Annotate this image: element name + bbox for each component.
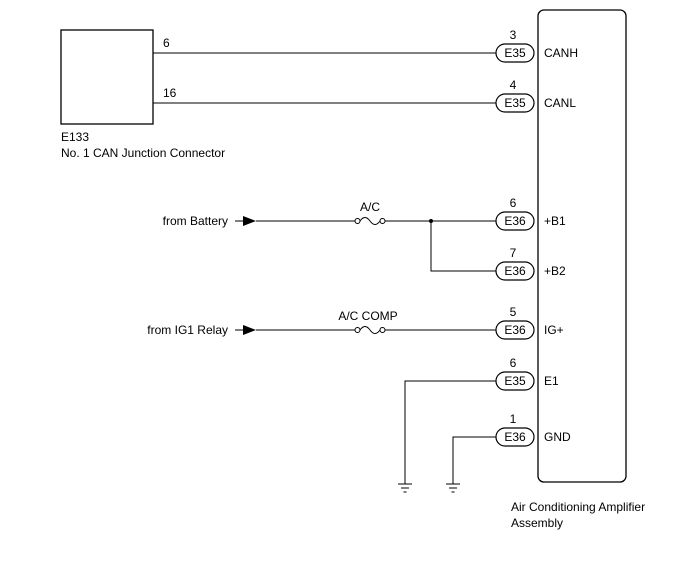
terminal-pin: 1: [510, 412, 517, 426]
terminal-signal: +B2: [544, 264, 566, 278]
terminal-ig: 5 E36 IG+: [495, 305, 564, 340]
terminal-b1: 6 E36 +B1: [495, 196, 566, 231]
amplifier-name-line1: Air Conditioning Amplifier: [511, 500, 645, 514]
terminal-signal: CANL: [544, 96, 576, 110]
terminal-pin: 5: [510, 305, 517, 319]
terminal-connector: E36: [504, 264, 526, 278]
fuse-ac-comp-label: A/C COMP: [338, 309, 397, 323]
b2-branch-wire: [430, 221, 496, 272]
terminal-connector: E36: [504, 214, 526, 228]
junction-name: No. 1 CAN Junction Connector: [61, 146, 225, 160]
terminal-b2: 7 E36 +B2: [495, 246, 566, 281]
terminal-pin: 6: [510, 196, 517, 210]
terminal-canl: 4 E35 CANL: [495, 78, 576, 113]
junction-pin-16: 16: [163, 86, 177, 100]
terminal-signal: +B1: [544, 214, 566, 228]
ground-icon: [446, 483, 460, 493]
source-battery-label: from Battery: [163, 214, 228, 228]
junction-pin-6: 6: [163, 36, 170, 50]
terminal-pin: 3: [510, 28, 517, 42]
terminal-connector: E35: [504, 96, 526, 110]
junction-connector-box: [60, 29, 154, 125]
fuse-ac-icon: [354, 217, 386, 225]
terminal-connector: E35: [504, 46, 526, 60]
terminal-pin: 7: [510, 246, 517, 260]
terminal-signal: GND: [544, 430, 571, 444]
terminal-signal: E1: [544, 374, 559, 388]
terminal-connector: E35: [504, 374, 526, 388]
terminal-pin: 4: [510, 78, 517, 92]
source-ig1-label: from IG1 Relay: [147, 323, 228, 337]
terminal-canh: 3 E35 CANH: [495, 28, 578, 63]
junction-code: E133: [61, 130, 89, 144]
amplifier-name-line2: Assembly: [511, 516, 563, 530]
battery-arrow-icon: [243, 216, 256, 226]
fuse-ac-label: A/C: [360, 200, 380, 214]
fuse-ac-comp-icon: [354, 326, 386, 334]
ig1-arrow-icon: [243, 325, 256, 335]
terminal-e1: 6 E35 E1: [495, 356, 559, 391]
gnd-ground-wire: [452, 436, 496, 484]
terminal-pin: 6: [510, 356, 517, 370]
amplifier-box: [537, 9, 627, 483]
terminal-connector: E36: [504, 323, 526, 337]
terminal-signal: IG+: [544, 323, 564, 337]
terminal-gnd: 1 E36 GND: [495, 412, 571, 447]
terminal-signal: CANH: [544, 46, 578, 60]
terminal-connector: E36: [504, 430, 526, 444]
e1-ground-wire: [404, 380, 496, 484]
ground-icon: [398, 483, 412, 493]
